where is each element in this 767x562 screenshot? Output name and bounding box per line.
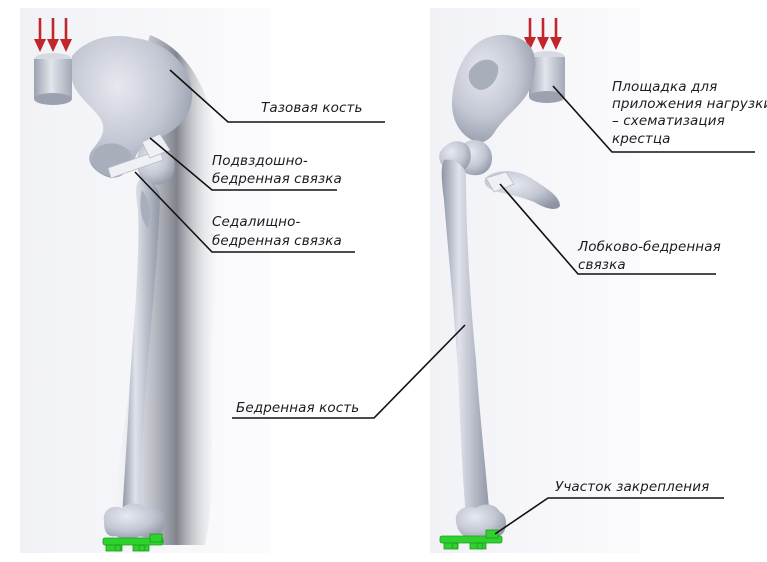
label-iliofemoral-line2: бедренная связка [212, 172, 342, 187]
label-ischiofemoral-line1: Седалищно- [212, 215, 300, 230]
label-load-pad-line3: – схематизация [612, 114, 725, 129]
label-load-pad-line2: приложения нагрузки [612, 97, 767, 112]
label-pubofemoral-line1: Лобково-бедренная [578, 240, 721, 255]
label-load-pad-line4: крестца [612, 132, 670, 147]
label-ischiofemoral-line2: бедренная связка [212, 234, 342, 249]
load-arrows-left [34, 18, 72, 52]
label-load-pad-line1: Площадка для [612, 80, 717, 95]
load-pad-left [34, 53, 72, 105]
load-arrows-right [524, 18, 562, 50]
label-iliofemoral-line1: Подвздошно- [212, 154, 308, 169]
femur-condyles-right [456, 505, 506, 540]
label-pubofemoral-line2: связка [578, 258, 626, 273]
label-femur: Бедренная кость [236, 401, 359, 416]
label-fixation: Участок закрепления [555, 480, 709, 495]
label-pelvis: Тазовая кость [261, 101, 363, 116]
